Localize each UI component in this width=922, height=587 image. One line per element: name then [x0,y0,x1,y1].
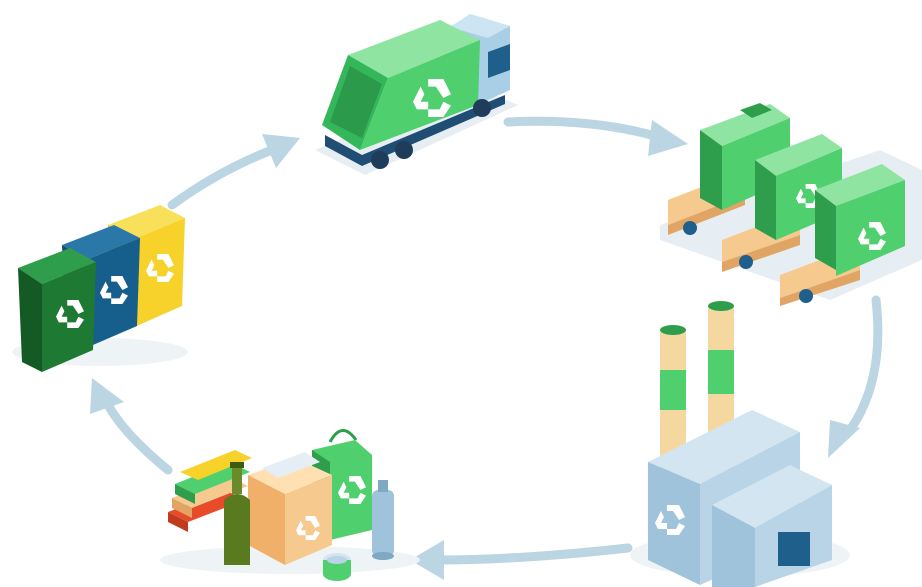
tin-can [323,553,351,581]
truck-wheel [395,141,413,159]
arrow-products-to-bins [90,378,173,475]
conveyor-sorting-machines-icon [660,103,922,306]
sorting-machine [722,134,842,272]
recycling-factory-icon [630,301,850,587]
sorting-machine [780,164,905,306]
green-bin [18,248,96,372]
arrow-factory-to-products [410,540,633,580]
metal-bottle [372,480,394,560]
recycled-products-icon [160,429,420,581]
cycle-arrows [90,116,883,580]
books-stack [168,450,252,532]
arrow-truck-to-sorting [503,116,688,156]
factory-door [778,532,810,566]
truck-wheel [473,99,491,117]
glass-bottle [224,462,250,565]
recycling-bins-icon [12,205,188,372]
truck-wheel [371,151,389,169]
arrow-bins-to-truck [167,134,300,210]
arrow-sorting-to-factory [828,295,883,458]
cardboard-box [248,452,332,565]
garbage-truck-icon [315,14,518,175]
